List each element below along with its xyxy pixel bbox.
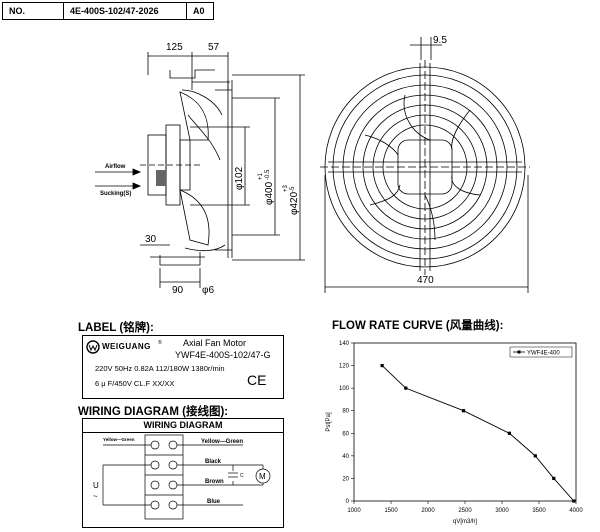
dim-phi420-tol2: -5 xyxy=(290,186,296,192)
dim-30: 30 xyxy=(145,234,157,245)
x-tick-label: 3000 xyxy=(495,508,509,514)
y-tick-label: 0 xyxy=(346,499,350,505)
x-tick-label: 1500 xyxy=(384,508,398,514)
dim-phi400: φ400 xyxy=(264,181,275,205)
nameplate: WEIGUANG ® Axial Fan Motor YWF4E-400S-10… xyxy=(82,335,284,399)
spec-line-2: 6 μ F/450V CL.F XX/XX xyxy=(95,379,175,388)
product-name: Axial Fan Motor xyxy=(183,338,247,348)
y-tick-label: 140 xyxy=(339,341,350,347)
flow-rate-chart: 1000 1500 2000 2500 3000 3500 4000 0 20 40 60 80 100… xyxy=(326,341,583,525)
no-label: NO. xyxy=(3,3,64,19)
wiring-schematic: Yellow—Green Yellow—Green Black Brown Bl… xyxy=(93,434,271,520)
data-point xyxy=(404,386,408,390)
dim-phi102: φ102 xyxy=(234,166,245,190)
data-point xyxy=(552,476,556,481)
y-tick-label: 40 xyxy=(342,454,349,460)
spec-line-1: 220V 50Hz 0.82A 112/180W 1380r/min xyxy=(95,364,225,373)
dim-phi400-tol2: -0.5 xyxy=(265,169,271,180)
ce-mark: CE xyxy=(247,372,267,388)
side-view-drawing: 125 57 30 90 φ6 φ102 φ400 φ420 +1 -0.5 +… xyxy=(95,42,305,295)
chart-y-axis-label: Pst[Pa] xyxy=(326,412,332,432)
model-number: YWF4E-400S-102/47-G xyxy=(175,350,271,360)
title-block: NO. 4E-400S-102/47-2026 A0 xyxy=(2,2,214,20)
data-point xyxy=(461,409,466,413)
wiring-box-title: WIRING DIAGRAM xyxy=(83,419,283,433)
dim-phi400-tol: +1 xyxy=(258,172,264,180)
wire-label-yellow-green: Yellow—Green xyxy=(201,439,243,445)
sucking-label: Sucking(S) xyxy=(100,191,131,197)
x-tick-label: 3500 xyxy=(532,508,546,514)
tilde-label: ~ xyxy=(93,492,98,501)
data-point xyxy=(507,431,511,435)
y-tick-label: 120 xyxy=(339,364,350,370)
data-point xyxy=(533,454,537,458)
x-tick-label: 2500 xyxy=(458,508,472,514)
x-tick-label: 2000 xyxy=(421,508,435,514)
brand-name: WEIGUANG xyxy=(102,342,151,351)
chart-plot-area xyxy=(353,342,577,502)
dim-57: 57 xyxy=(208,42,220,53)
dim-9-5: 9.5 xyxy=(433,35,447,46)
data-point xyxy=(380,363,384,368)
legend-label: YWF4E-400 xyxy=(527,351,560,357)
weiguang-logo-icon xyxy=(86,340,100,354)
wire-label-black: Black xyxy=(205,459,222,465)
dim-phi420-tol: +3 xyxy=(283,184,289,192)
dim-125: 125 xyxy=(166,42,183,53)
series-line xyxy=(381,365,575,502)
x-tick-label: 4000 xyxy=(569,508,583,514)
part-number: 4E-400S-102/47-2026 xyxy=(64,3,187,19)
capacitor-label: C xyxy=(240,473,244,479)
chart-legend: YWF4E-400 xyxy=(509,346,573,358)
sheet-size: A0 xyxy=(193,6,205,16)
dim-470: 470 xyxy=(417,275,434,286)
legend-box xyxy=(509,346,573,358)
motor-symbol: M xyxy=(259,472,266,481)
u-label: U xyxy=(93,481,99,490)
front-view-drawing: 9.5 470 xyxy=(320,35,530,293)
data-point xyxy=(572,499,576,503)
dim-phi6: φ6 xyxy=(202,285,214,295)
y-tick-label: 80 xyxy=(342,409,349,415)
wiring-diagram: WIRING DIAGRAM Yellow—Green Yellow—Green… xyxy=(82,418,284,528)
brand-registered-mark: ® xyxy=(158,340,162,346)
x-tick-label: 1000 xyxy=(347,508,361,514)
airflow-label: Airflow xyxy=(105,164,126,170)
flow-section-title: FLOW RATE CURVE (风量曲线): xyxy=(332,320,504,332)
y-tick-label: 20 xyxy=(342,476,349,482)
dim-phi420: φ420 xyxy=(289,191,300,215)
wire-label-yellow-green-small: Yellow—Green xyxy=(103,437,135,442)
label-section-title: LABEL (铭牌): xyxy=(78,322,154,334)
wiring-section-title: WIRING DIAGRAM (接线图): xyxy=(78,406,229,418)
dim-90: 90 xyxy=(172,285,184,295)
wire-label-brown: Brown xyxy=(205,479,224,485)
wire-label-blue: Blue xyxy=(207,499,221,505)
legend-marker xyxy=(517,350,521,354)
y-tick-label: 100 xyxy=(339,386,350,392)
y-tick-label: 60 xyxy=(342,431,349,437)
chart-x-axis-label: qV[m3/h] xyxy=(453,519,477,525)
